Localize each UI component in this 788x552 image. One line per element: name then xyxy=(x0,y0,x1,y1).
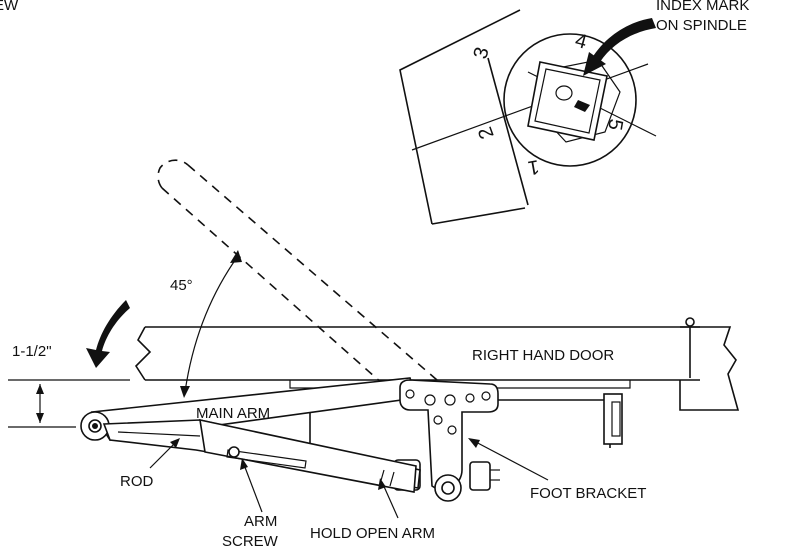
angle-label: 45° xyxy=(170,277,193,294)
square-spindle xyxy=(527,61,608,141)
foot-bracket-label: FOOT BRACKET xyxy=(530,485,646,502)
spindle-number-5: 5 xyxy=(603,117,627,132)
spindle-number-4: 4 xyxy=(573,30,589,54)
closing-direction-arrow xyxy=(86,300,130,368)
index-mark-label-line2: ON SPINDLE xyxy=(656,17,747,34)
spindle-detail: 3 4 2 5 1 xyxy=(399,9,657,225)
index-mark-arrow xyxy=(592,18,656,62)
angle-arc xyxy=(180,250,242,398)
top-left-fragment-text: EW xyxy=(0,0,19,14)
offset-label: 1-1/2" xyxy=(12,343,52,360)
arm-screw-label-line1: ARM xyxy=(244,513,277,530)
offset-dimension xyxy=(8,379,130,428)
index-mark-pointer xyxy=(574,100,590,112)
leader-lines xyxy=(149,438,549,519)
arm-45-degree-dashed-outline xyxy=(157,159,438,386)
door-label: RIGHT HAND DOOR xyxy=(472,347,614,364)
spindle-number-3: 3 xyxy=(470,45,494,61)
spindle-number-1: 1 xyxy=(526,155,541,179)
rod-and-hold-open-arm xyxy=(102,418,421,493)
rod-label: ROD xyxy=(120,473,154,490)
hold-open-arm-label: HOLD OPEN ARM xyxy=(310,525,435,542)
arm-screw-label-line2: SCREW xyxy=(222,533,279,550)
index-mark-label-line1: INDEX MARK xyxy=(656,0,749,14)
main-arm-label: MAIN ARM xyxy=(196,405,270,422)
